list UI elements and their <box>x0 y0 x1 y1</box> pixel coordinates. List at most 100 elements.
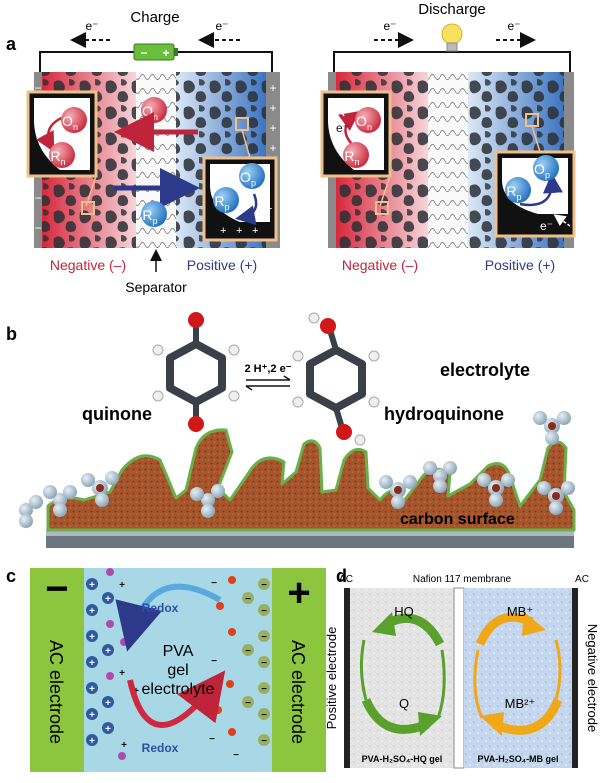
charge-electron-right: e⁻ <box>215 19 228 33</box>
discharge-inset-electron-left: e⁻ <box>336 121 349 135</box>
species-rn-discharge <box>343 142 369 168</box>
species-op-discharge <box>533 155 559 181</box>
svg-text:−: − <box>211 656 217 667</box>
carbon-surface-label: carbon surface <box>400 511 515 528</box>
discharge-electron-left: e⁻ <box>383 19 396 33</box>
svg-text:+: + <box>236 225 242 237</box>
svg-text:−: − <box>261 580 267 591</box>
mb-plus-label: MB⁺ <box>507 604 533 619</box>
panel-d-cell: AC Nafion 117 membrane AC Positive elect… <box>324 574 600 769</box>
equilibrium-arrows <box>245 375 291 391</box>
svg-text:−: − <box>245 698 251 709</box>
reaction-conditions: 2 H⁺,2 e⁻ <box>244 363 291 375</box>
adsorbed-molecules <box>19 411 575 528</box>
hq-label: HQ <box>394 604 414 619</box>
svg-text:+: + <box>105 646 111 657</box>
svg-text:On: On <box>62 113 78 132</box>
battery-icon: − + <box>133 43 178 61</box>
svg-text:Rn: Rn <box>344 148 359 167</box>
charge-negative-label: Negative (–) <box>50 257 126 273</box>
gel-line-1: PVA <box>163 643 194 660</box>
svg-text:−: − <box>261 632 267 643</box>
battery-plus: + <box>162 46 169 60</box>
svg-text:+: + <box>89 580 95 591</box>
svg-text:−: − <box>34 81 41 95</box>
panel-c-cell: − + AC electrode AC electrode + + + + + + + + + +… <box>30 567 326 772</box>
svg-text:+: + <box>89 736 95 747</box>
panel-c-right-electrode: AC electrode <box>288 640 308 744</box>
charge-electron-left: e⁻ <box>85 19 98 33</box>
gel-line-2: gel <box>167 662 188 679</box>
svg-text:−: − <box>245 646 251 657</box>
svg-text:+: + <box>269 81 276 95</box>
discharge-negative-label: Negative (–) <box>342 257 418 273</box>
svg-text:+: + <box>105 698 111 709</box>
q-label: Q <box>399 696 409 711</box>
svg-text:+: + <box>121 740 127 751</box>
svg-text:+: + <box>269 101 276 115</box>
svg-text:−: − <box>233 750 239 761</box>
svg-text:−: − <box>245 594 251 605</box>
panel-c-left-electrode: AC electrode <box>46 640 66 744</box>
svg-text:+: + <box>89 684 95 695</box>
discharge-title: Discharge <box>418 1 486 18</box>
species-rp-discharge <box>505 177 531 203</box>
charge-title: Charge <box>130 9 179 26</box>
light-bulb-icon <box>441 23 463 52</box>
hydroquinone-molecule <box>292 312 380 446</box>
svg-text:+: + <box>105 724 111 735</box>
redox-top-label: Redox <box>142 601 179 615</box>
svg-text:−: − <box>261 684 267 695</box>
svg-text:Rp: Rp <box>214 193 229 212</box>
svg-text:−: − <box>261 658 267 669</box>
mb-cycle-bottom <box>492 698 563 735</box>
species-on-discharge <box>355 107 381 133</box>
species-rp-mid <box>141 201 167 227</box>
battery-minus: − <box>140 46 147 60</box>
svg-text:+: + <box>89 710 95 721</box>
carbon-surface <box>46 428 576 548</box>
species-rn <box>49 142 75 168</box>
svg-text:+: + <box>220 225 226 237</box>
svg-text:−: − <box>209 734 215 745</box>
svg-text:Op: Op <box>240 169 256 188</box>
svg-text:−: − <box>261 736 267 747</box>
svg-text:−: − <box>34 191 41 205</box>
left-gel-label: PVA-H₂SO₄-HQ gel <box>362 754 443 764</box>
svg-text:Op: Op <box>534 161 550 180</box>
discharge-positive-label: Positive (+) <box>485 257 555 273</box>
right-gel-label: PVA-H₂SO₄-MB gel <box>477 754 558 764</box>
discharge-electron-right: e⁻ <box>507 19 520 33</box>
panel-a-label: a <box>6 34 17 54</box>
svg-text:−: − <box>261 710 267 721</box>
positive-electrode-label: Positive electrode <box>324 627 339 730</box>
discharge-cell: Discharge e⁻ e⁻ e⁻ On Rn <box>320 1 576 273</box>
panel-d-label: d <box>336 566 347 586</box>
svg-text:+: + <box>89 606 95 617</box>
panel-c-label: c <box>6 566 16 586</box>
charge-cell: Charge − + e⁻ e⁻ − − − − + + + + + <box>26 9 280 295</box>
svg-text:On: On <box>142 103 158 122</box>
svg-text:+: + <box>89 632 95 643</box>
redox-arrow-bottom <box>127 670 226 728</box>
svg-text:+: + <box>269 121 276 135</box>
svg-text:On: On <box>356 113 372 132</box>
membrane-label: Nafion 117 membrane <box>413 574 512 585</box>
quinone-label: quinone <box>82 404 152 424</box>
svg-text:Rp: Rp <box>142 207 157 226</box>
svg-text:Rn: Rn <box>50 148 65 167</box>
panel-c-left-sign: − <box>45 567 68 611</box>
svg-text:+: + <box>266 203 272 215</box>
panel-c-right-sign: + <box>287 571 310 615</box>
svg-text:−: − <box>261 606 267 617</box>
redox-bottom-label: Redox <box>142 741 179 755</box>
negative-electrode-label: Negative electrode <box>585 624 600 732</box>
svg-text:+: + <box>105 594 111 605</box>
hydroquinone-label: hydroquinone <box>384 404 504 424</box>
ac-left-label: AC <box>339 574 353 585</box>
gel-line-3: electrolyte <box>142 681 215 698</box>
svg-text:+: + <box>252 225 258 237</box>
discharge-inset-electron-right: e⁻ <box>540 219 553 233</box>
species-on <box>61 107 87 133</box>
